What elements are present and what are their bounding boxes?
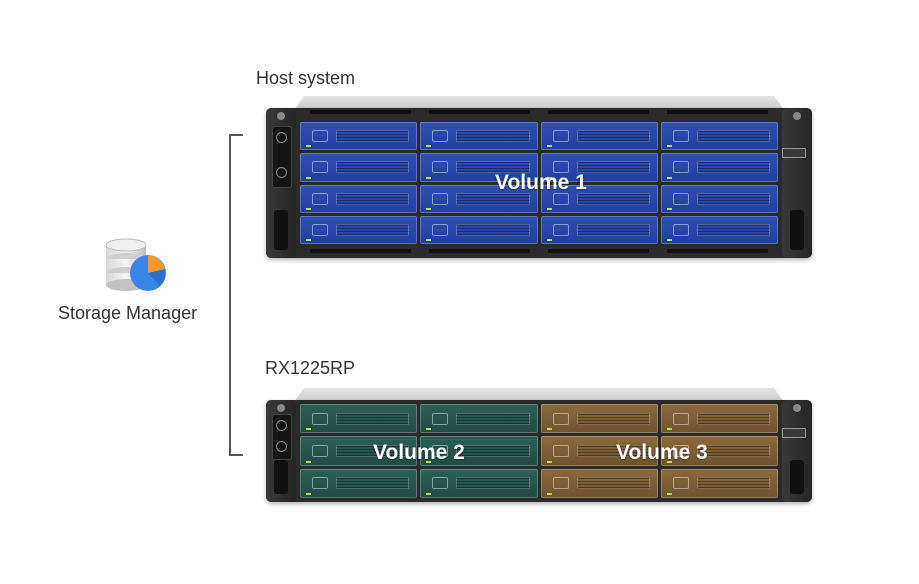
drive-bay (300, 404, 418, 434)
drive-bay (300, 215, 418, 244)
storage-manager-icon (105, 238, 166, 291)
drive-bay (660, 153, 778, 182)
drive-bay (300, 468, 418, 498)
drive-bay (420, 468, 538, 498)
drive-bay (540, 404, 658, 434)
host-model-badge (782, 148, 806, 158)
drive-bay (660, 404, 778, 434)
drive-bay (300, 436, 418, 466)
host-drive-bays (300, 122, 778, 244)
drive-bay (420, 122, 538, 151)
drive-bay (540, 122, 658, 151)
storage-manager-label: Storage Manager (58, 303, 198, 323)
drive-bay (660, 184, 778, 213)
host-front-panel (272, 126, 292, 188)
drive-bay (420, 436, 538, 466)
host-system-label: Host system (256, 68, 356, 88)
expansion-unit-chassis: Volume 2 Volume 3 (266, 388, 812, 502)
drive-bay (660, 436, 778, 466)
volume-2-label: Volume 2 (373, 441, 465, 464)
volume-3-label: Volume 3 (616, 441, 708, 464)
expansion-unit-label: RX1225RP (265, 358, 356, 378)
expansion-model-badge (782, 428, 806, 438)
drive-bay (660, 215, 778, 244)
drive-bay (540, 436, 658, 466)
drive-bay (660, 122, 778, 151)
expansion-front-panel (272, 414, 292, 460)
drive-bay (540, 184, 658, 213)
drive-bay (540, 153, 658, 182)
host-system-chassis: Volume 1 (266, 96, 812, 258)
drive-bay (540, 468, 658, 498)
connection-bracket (229, 134, 243, 456)
drive-bay (660, 468, 778, 498)
drive-bay (300, 184, 418, 213)
drive-bay (420, 215, 538, 244)
drive-bay (540, 215, 658, 244)
drive-bay (420, 184, 538, 213)
drive-bay (420, 153, 538, 182)
drive-bay (300, 153, 418, 182)
drive-bay (420, 404, 538, 434)
drive-bay (300, 122, 418, 151)
volume-1-label: Volume 1 (495, 171, 587, 194)
expansion-drive-bays (300, 404, 778, 498)
